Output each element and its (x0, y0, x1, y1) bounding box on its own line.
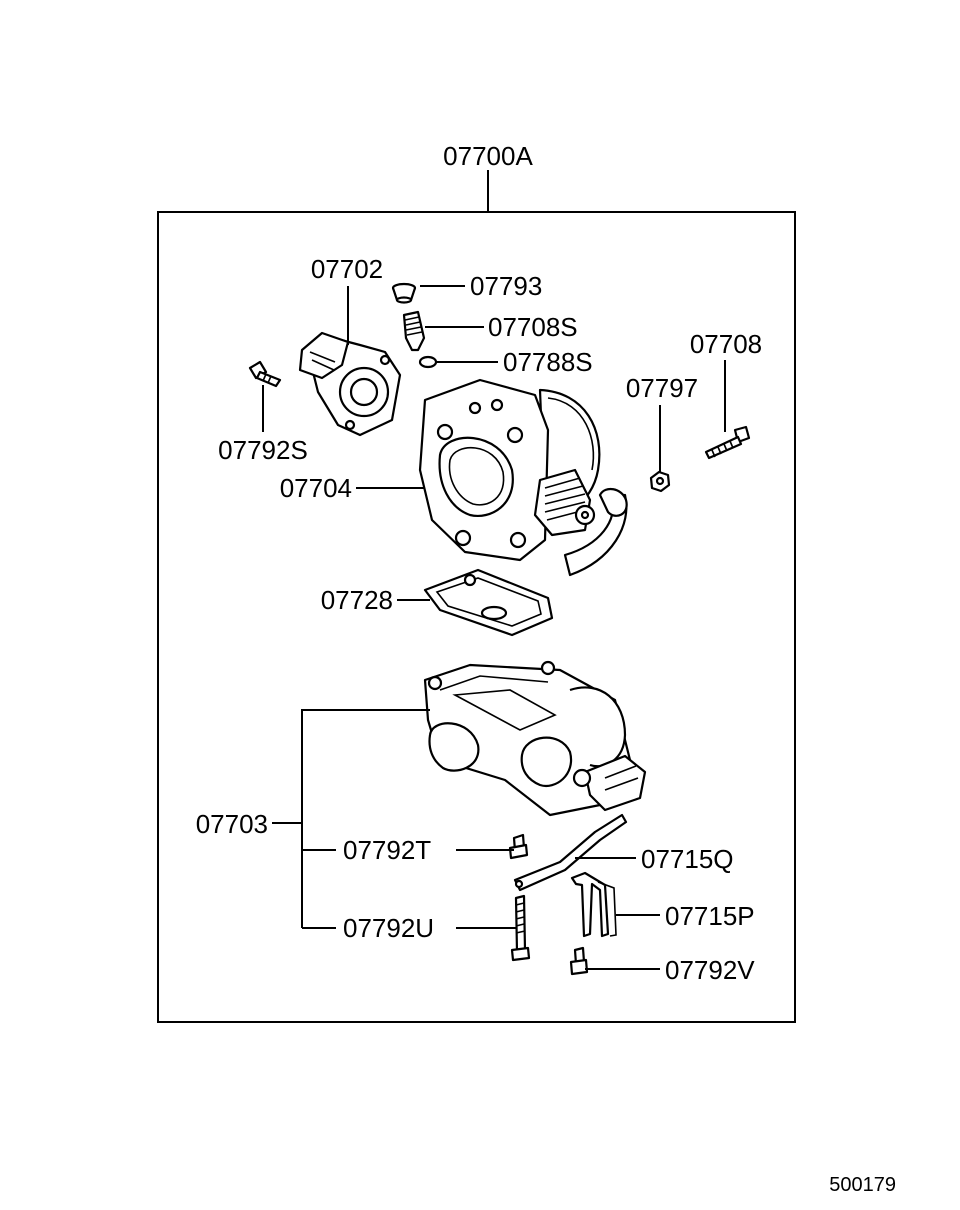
throttle-body-drawing (418, 378, 628, 577)
o-ring-drawing (418, 355, 438, 369)
nut-drawing (649, 470, 671, 493)
diagram-number: 500179 (829, 1174, 896, 1196)
spring-drawing (570, 871, 617, 938)
throttle-body-lower-drawing (423, 660, 647, 817)
cap-drawing (391, 282, 417, 304)
part-label-07792V[interactable]: 07792V (665, 955, 755, 985)
part-label-07702[interactable]: 07702 (311, 254, 383, 284)
part-label-07788S[interactable]: 07788S (503, 347, 593, 377)
part-label-07715Q[interactable]: 07715Q (641, 844, 734, 874)
part-label-07708[interactable]: 07708 (690, 329, 762, 359)
part-label-07793[interactable]: 07793 (470, 271, 542, 301)
leader-lines (262, 285, 726, 970)
part-label-07703[interactable]: 07703 (196, 809, 268, 839)
part-label-07792U[interactable]: 07792U (343, 913, 434, 943)
small-screw-drawing (569, 946, 589, 976)
part-label-07715P[interactable]: 07715P (665, 901, 755, 931)
part-label-07708S[interactable]: 07708S (488, 312, 578, 342)
part-label-07728[interactable]: 07728 (321, 585, 393, 615)
part-label-07792T[interactable]: 07792T (343, 835, 431, 865)
adjust-screw-drawing (402, 310, 426, 352)
part-label-07797[interactable]: 07797 (626, 373, 698, 403)
screw-t-drawing (508, 833, 529, 860)
long-screw-drawing (510, 894, 531, 962)
assembly-label[interactable]: 07700A (443, 141, 533, 171)
bolt-drawing (704, 425, 751, 460)
lever-drawing (513, 813, 628, 892)
throttle-position-sensor-drawing (298, 331, 402, 437)
part-label-07704[interactable]: 07704 (280, 473, 352, 503)
gasket-drawing (423, 568, 554, 637)
assembly-frame (157, 211, 796, 1023)
sensor-screw-drawing (248, 360, 282, 388)
part-label-07792S[interactable]: 07792S (218, 435, 308, 465)
